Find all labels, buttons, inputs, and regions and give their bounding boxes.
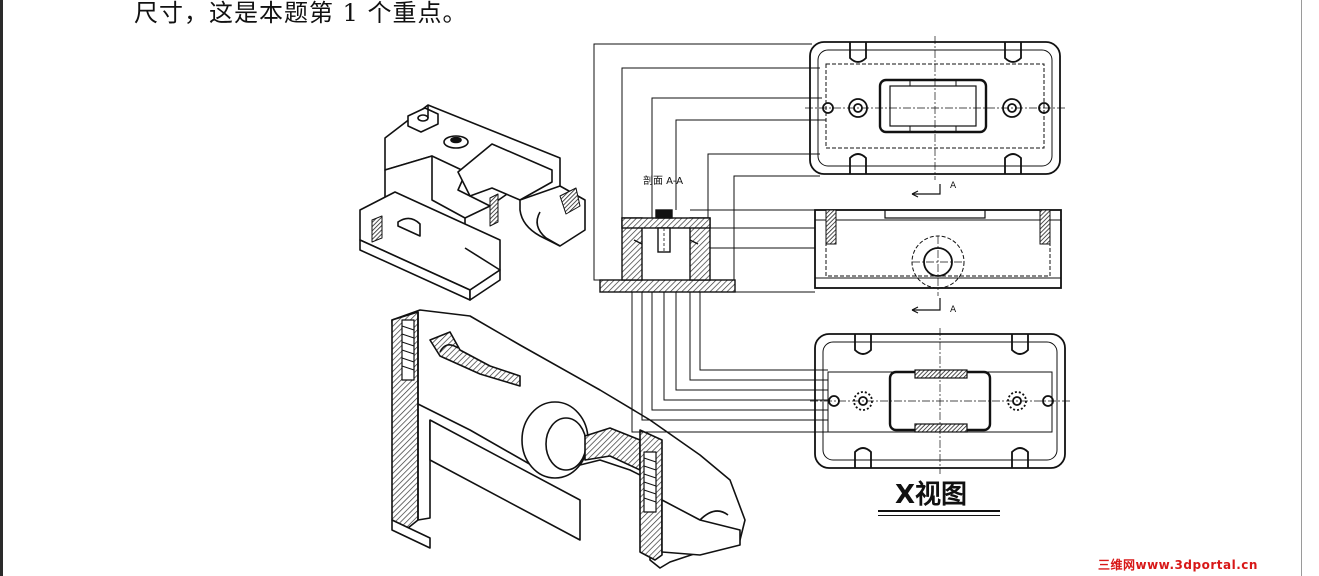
front-view (814, 209, 1062, 296)
section-mark-bottom: A (950, 305, 957, 315)
intro-text: 尺寸，这是本题第 1 个重点。 (134, 0, 468, 27)
watermark: 三维网www.3dportal.cn (1098, 558, 1258, 572)
x-view-underline-thin (878, 515, 1000, 516)
top-view (805, 36, 1065, 180)
x-view (810, 328, 1070, 474)
cutaway-part-view (391, 309, 746, 569)
page-right-border (1301, 0, 1302, 576)
section-markers (911, 184, 941, 314)
isometric-part-view (359, 104, 586, 301)
x-view-label: X视图 (895, 480, 968, 510)
page-left-border (0, 0, 3, 576)
section-mark-top: A (950, 181, 957, 191)
section-label: 剖面 A-A (643, 174, 683, 187)
leader-lines (593, 43, 828, 433)
x-view-underline (878, 510, 1000, 512)
section-aa-view (599, 209, 736, 293)
